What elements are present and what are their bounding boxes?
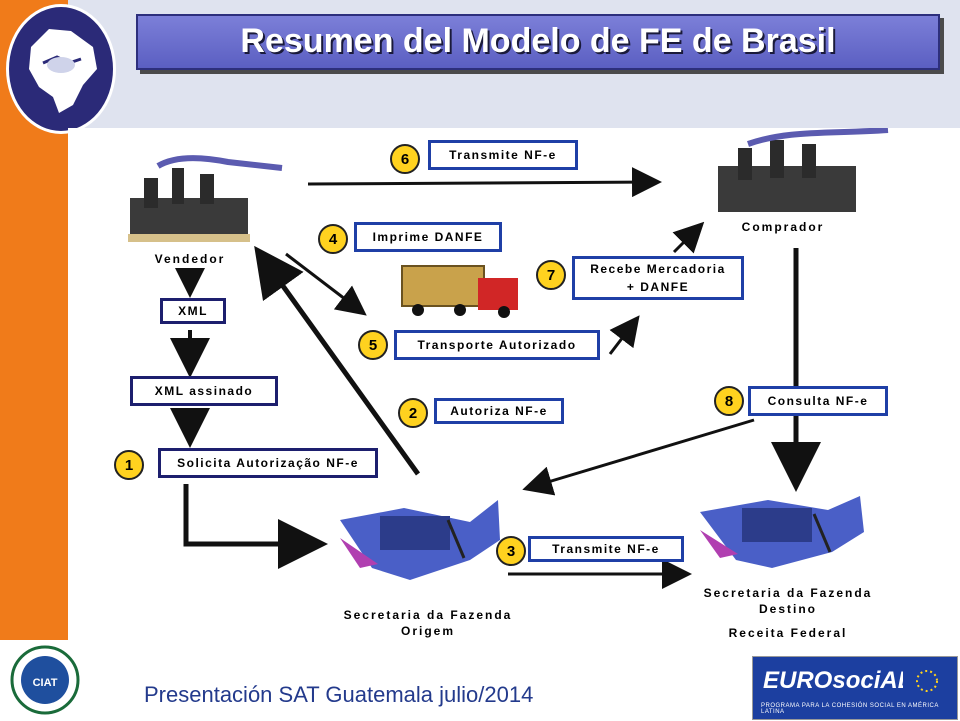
vendedor-label: Vendedor bbox=[154, 252, 226, 266]
step-3-box: Transmite NF-e bbox=[528, 536, 684, 562]
slide-title: Resumen del Modelo de FE de Brasil bbox=[240, 22, 836, 60]
xml-signed-box: XML assinado bbox=[130, 376, 278, 406]
destino-label-line1: Secretaria da Fazenda bbox=[703, 586, 873, 600]
step-5-label: Transporte Autorizado bbox=[417, 338, 577, 352]
step-7-label-line1: Recebe Mercadoria bbox=[590, 262, 726, 276]
arrow-transmite-comprador bbox=[307, 167, 662, 198]
arrow-consulta-origem bbox=[522, 418, 755, 496]
comprador-factory-icon bbox=[718, 128, 889, 212]
step-7-label-line2: + DANFE bbox=[626, 280, 690, 294]
step-2-badge: 2 bbox=[398, 398, 428, 428]
step-8-label: Consulta NF-e bbox=[767, 394, 869, 408]
arrow-recebe-comprador bbox=[672, 221, 705, 254]
step-3-badge: 3 bbox=[496, 536, 526, 566]
secretaria-destino-icon bbox=[700, 496, 864, 568]
arrow-vendedor-transporte bbox=[285, 252, 367, 316]
title-banner: Resumen del Modelo de FE de Brasil bbox=[136, 14, 940, 70]
step-5-box: Transporte Autorizado bbox=[394, 330, 600, 360]
step-1-box: Solicita Autorização NF-e bbox=[158, 448, 378, 478]
destino-label-line2: Destino bbox=[758, 602, 817, 616]
origem-label-line1: Secretaria da Fazenda bbox=[343, 608, 513, 622]
step-1-badge: 1 bbox=[114, 450, 144, 480]
step-5-badge: 5 bbox=[358, 330, 388, 360]
vendedor-factory-icon bbox=[128, 155, 283, 242]
step-6-label: Transmite NF-e bbox=[449, 148, 557, 162]
step-8-badge: 8 bbox=[714, 386, 744, 416]
svg-text:CIAT: CIAT bbox=[33, 677, 58, 689]
truck-icon bbox=[401, 265, 518, 318]
step-6-box: Transmite NF-e bbox=[428, 140, 578, 170]
comprador-label: Comprador bbox=[741, 220, 825, 234]
ciat-logo: CIAT bbox=[6, 644, 84, 716]
arrow-solicita-origem bbox=[183, 484, 328, 569]
step-2-box: Autoriza NF-e bbox=[434, 398, 564, 424]
xml-box: XML bbox=[160, 298, 226, 324]
arrow-origem-vendedor bbox=[254, 245, 421, 476]
step-1-label: Solicita Autorização NF-e bbox=[177, 456, 359, 470]
brazil-handshake-logo bbox=[6, 4, 116, 134]
step-7-badge: 7 bbox=[536, 260, 566, 290]
diagram-canvas: Vendedor Comprador Secretaria da Fazenda… bbox=[68, 128, 960, 640]
diagram-arrows bbox=[128, 128, 889, 589]
step-4-badge: 4 bbox=[318, 224, 348, 254]
xml-signed-label: XML assinado bbox=[154, 384, 254, 398]
ciat-seal-icon: CIAT bbox=[10, 645, 80, 715]
receita-label: Receita Federal bbox=[728, 626, 848, 640]
eurosocial-subtitle: PROGRAMA PARA LA COHESIÓN SOCIAL EN AMÉR… bbox=[761, 703, 939, 715]
footer-text: Presentación SAT Guatemala julio/2014 bbox=[144, 682, 534, 707]
step-7-box: Recebe Mercadoria + DANFE bbox=[572, 256, 744, 300]
step-8-box: Consulta NF-e bbox=[748, 386, 888, 416]
step-3-label: Transmite NF-e bbox=[552, 542, 660, 556]
origem-label-line2: Origem bbox=[400, 624, 455, 638]
secretaria-origem-icon bbox=[340, 500, 500, 580]
step-6-badge: 6 bbox=[390, 144, 420, 174]
xml-label: XML bbox=[178, 304, 208, 318]
step-4-label: Imprime DANFE bbox=[372, 230, 484, 244]
eurosocial-wordmark: EUROsociAL bbox=[763, 667, 913, 694]
step-4-box: Imprime DANFE bbox=[354, 222, 502, 252]
brazil-map-icon bbox=[29, 29, 97, 113]
step-2-label: Autoriza NF-e bbox=[450, 404, 548, 418]
eu-flag-icon bbox=[903, 665, 951, 697]
arrow-transporte-recebe bbox=[608, 315, 640, 355]
eurosocial-logo: EUROsociAL PROGRAMA PARA LA COHESIÓN SOC… bbox=[752, 656, 958, 720]
